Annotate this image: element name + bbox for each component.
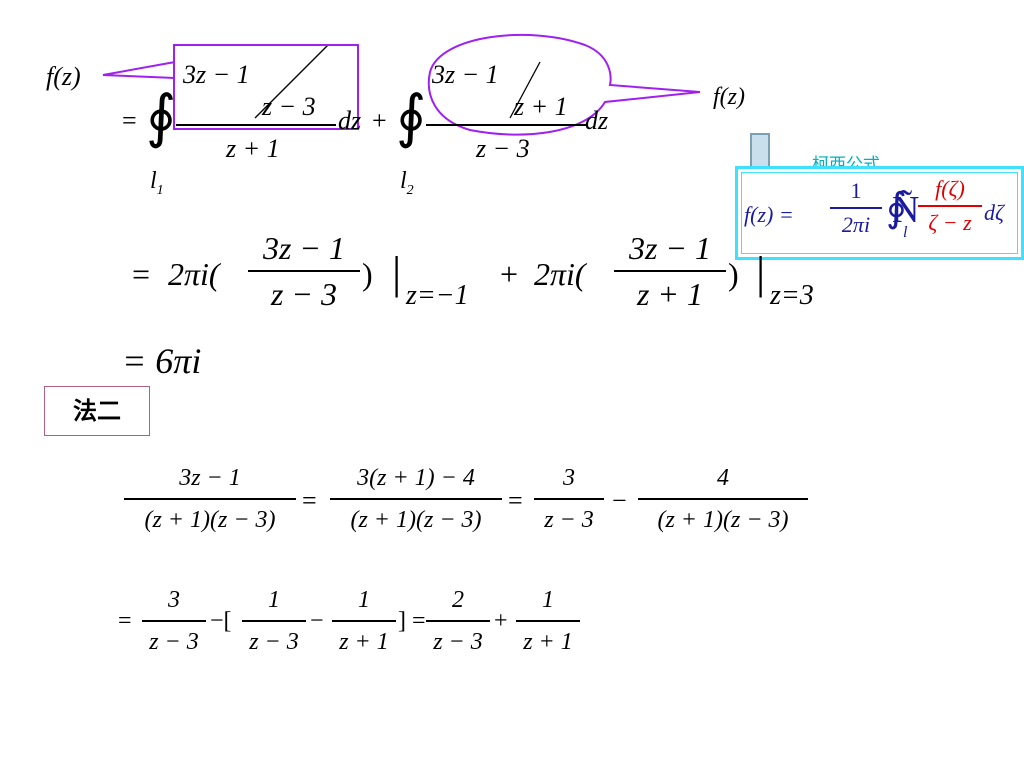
eval-frac-1: 3z − 1 z − 3 [248,232,360,310]
pf2-frac-c: 1 z + 1 [332,588,396,654]
integral1-contour-label: l1 [150,168,164,198]
eval-frac-2: 3z − 1 z + 1 [614,232,726,310]
pf2-d-den: z − 3 [433,628,483,655]
pf2-minus-bracket: −[ [210,608,232,634]
pf2-eq-0: = [118,608,132,634]
integral-equals: = [122,106,137,135]
pf-a-den: (z + 1)(z − 3) [144,506,276,533]
pf2-a-den: z − 3 [149,628,199,655]
integral1-dz: dz [338,106,362,135]
method-two-label: 法二 [44,386,150,436]
pf-frac-a: 3z − 1 (z + 1)(z − 3) [124,466,296,532]
pf-eq-1: = [302,486,317,515]
pf2-c-den: z + 1 [339,628,389,655]
integral2-frac-bar [426,124,586,126]
pf-b-num: 3(z + 1) − 4 [357,465,475,491]
pf2-frac-a: 3 z − 3 [142,588,206,654]
eval-point-2: z=3 [770,280,814,311]
integral1-frac-bar [176,124,336,126]
pf2-e-den: z + 1 [523,628,573,655]
pf-b-den: (z + 1)(z − 3) [350,506,482,533]
cauchy-coefficient: 1 2πi [830,180,882,236]
eval-point-1: z=−1 [406,280,469,311]
pf2-plus: + [494,608,508,634]
cauchy-lhs: f(z) = [744,202,794,227]
eval-frac2-num: 3z − 1 [628,230,712,266]
eval-frac1-den: z − 3 [270,275,338,312]
pf2-d-num: 2 [452,587,464,613]
pf-frac-b: 3(z + 1) − 4 (z + 1)(z − 3) [330,466,502,532]
fz-label-left: f(z) [46,62,81,91]
pf2-minus: − [310,608,324,634]
pf-minus: − [612,486,627,515]
cauchy-integral-sub: l [903,224,908,241]
pf-c-num: 3 [563,465,575,491]
integral2-contour-label: l2 [400,168,414,198]
cauchy-glyph: Ñ [892,189,920,231]
pf-eq-2: = [508,486,523,515]
integral2-den: z − 3 [476,134,530,163]
eval-close-1: ) [362,256,373,292]
pf2-e-num: 1 [542,587,554,613]
integral1-num-top: 3z − 1 [183,60,250,89]
integral1-den: z + 1 [226,134,280,163]
pf2-frac-d: 2 z − 3 [426,588,490,654]
pf2-a-num: 3 [168,587,180,613]
cauchy-integral-sym: ∮ [886,185,907,230]
eval-bar-2: | [756,247,766,298]
eval-2pii-1: 2πi( [168,256,220,292]
eval-close-2: ) [728,256,739,292]
pf-c-den: z − 3 [544,506,594,533]
eval-frac1-num: 3z − 1 [262,230,346,266]
pf-frac-c: 3 z − 3 [534,466,604,532]
integral1-num-bot: z − 3 [262,92,316,121]
pf2-frac-b: 1 z − 3 [242,588,306,654]
integral2-dz: dz [585,106,609,135]
eval-frac2-den: z + 1 [636,275,704,312]
cauchy-coef-num: 1 [850,178,862,203]
eval-plus: + [500,256,519,292]
cauchy-coef-den: 2πi [841,211,871,237]
pf2-b-den: z − 3 [249,628,299,655]
contour-integral-1: ∮ [146,84,177,149]
eval-equals: = [132,256,151,292]
eval-2pii-2: 2πi( [534,256,586,292]
integral2-num-top: 3z − 1 [432,60,499,89]
integral-plus: + [372,106,387,135]
cauchy-formula-box [735,166,1024,260]
pf2-close-eq: ] = [398,608,426,634]
pf-d-num: 4 [717,465,729,491]
pf-frac-d: 4 (z + 1)(z − 3) [638,466,808,532]
pf-d-den: (z + 1)(z − 3) [657,506,789,533]
cauchy-dzeta: dζ [984,200,1004,225]
callout-box-left [173,44,359,130]
pf-a-num: 3z − 1 [179,465,241,491]
pf2-frac-e: 1 z + 1 [516,588,580,654]
contour-integral-2: ∮ [396,84,427,149]
cauchy-frac-num: f(ζ) [935,176,965,201]
fz-label-right: f(z) [713,84,745,110]
eval-bar-1: | [392,247,402,298]
cauchy-fraction: f(ζ) ζ − z [918,178,982,234]
result: = 6πi [122,341,202,381]
pf2-c-num: 1 [358,587,370,613]
pf2-b-num: 1 [268,587,280,613]
integral2-num-bot: z + 1 [514,92,568,121]
cauchy-frac-den: ζ − z [928,209,972,235]
